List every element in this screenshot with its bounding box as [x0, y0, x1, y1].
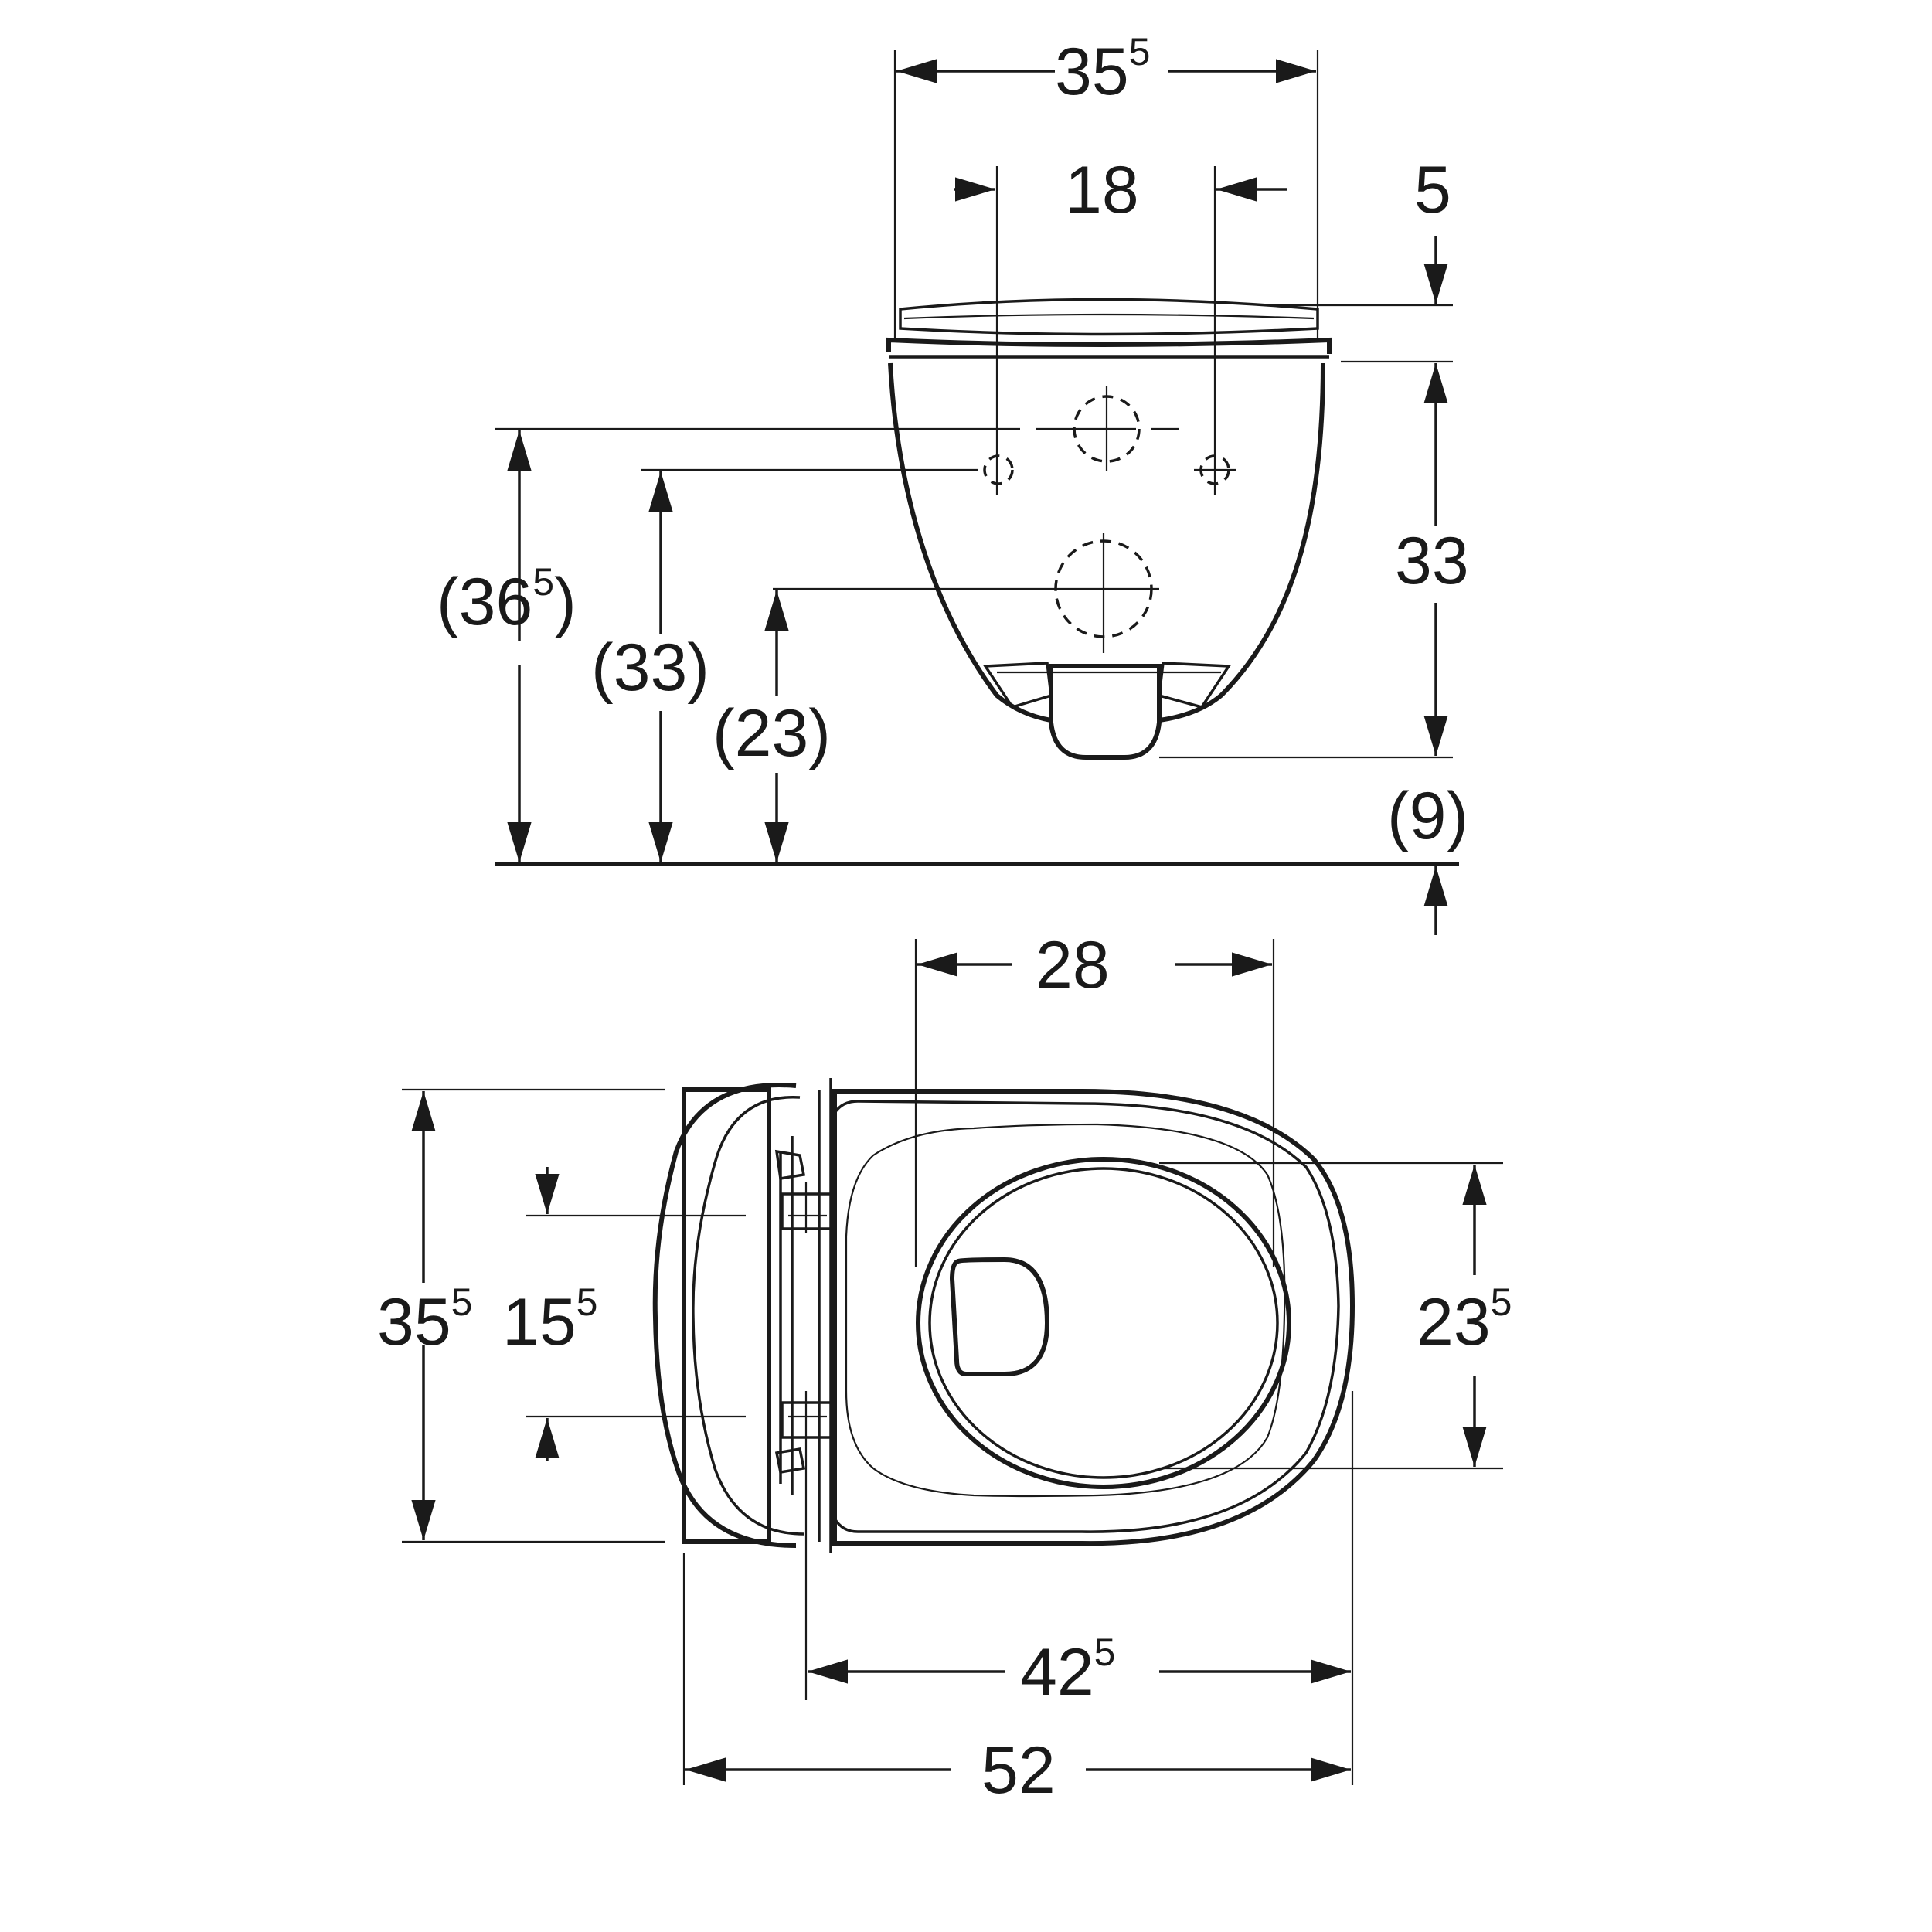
seat-width-label: 28: [1036, 928, 1110, 1002]
projection-label: 425: [1020, 1631, 1115, 1709]
side-view-toilet-body: [886, 298, 1332, 760]
top-view-dimension-labels: 28 355 155 235 425 52: [377, 928, 1512, 1808]
bowl-height-label: 33: [1395, 524, 1469, 598]
floor-clearance-label: (9): [1387, 779, 1468, 853]
fixing-spacing-label: 18: [1065, 153, 1139, 227]
top-view-toilet-body: [652, 1078, 1355, 1553]
top-view-reference-lines: [402, 939, 1503, 1785]
side-view-dimension-labels: 355 18 5 33 (9) (365) (33) (23): [437, 30, 1469, 853]
front-width-label: 235: [1417, 1281, 1512, 1359]
fix-height-upper-label: (365): [437, 560, 577, 639]
top-view-dimension-lines: [411, 952, 1487, 1782]
top-view: 28 355 155 235 425 52: [377, 928, 1512, 1808]
fix-height-bolts-label: (33): [591, 631, 709, 705]
lid-thickness-label: 5: [1414, 153, 1451, 227]
side-view-dimension-lines: [507, 59, 1448, 935]
hinge-spacing-label: 155: [502, 1281, 597, 1359]
total-width-label: 355: [377, 1281, 472, 1359]
side-view: 355 18 5 33 (9) (365) (33) (23): [437, 30, 1469, 935]
overall-width-label: 355: [1055, 30, 1150, 109]
outlet-height-label: (23): [713, 696, 831, 770]
overall-length-label: 52: [981, 1733, 1056, 1808]
side-view-reference-lines: [495, 50, 1459, 866]
